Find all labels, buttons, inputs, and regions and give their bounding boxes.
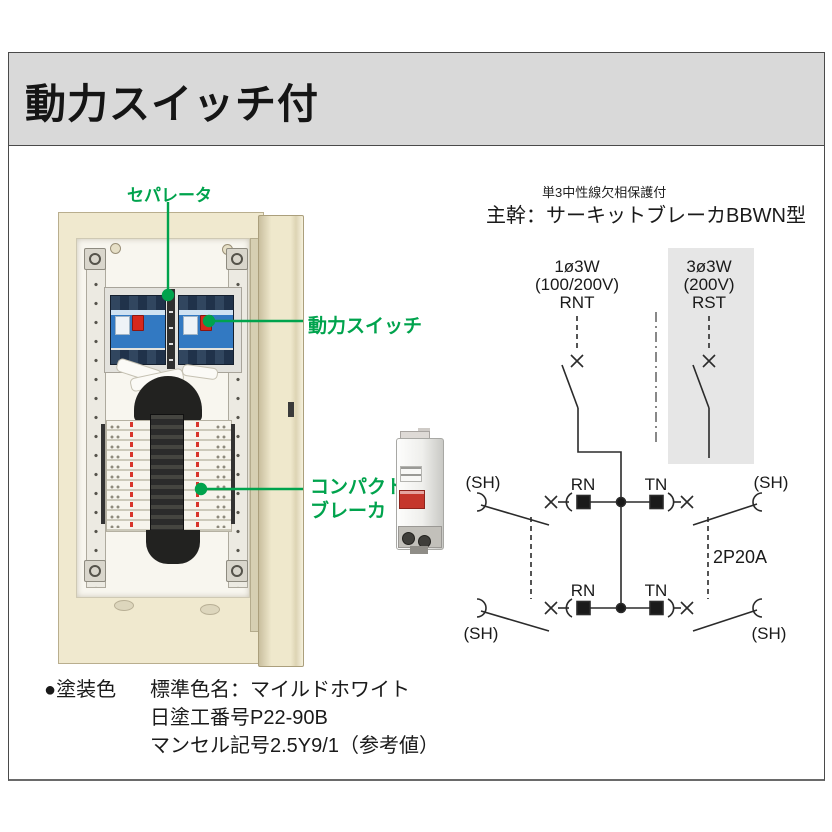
terminal-dots (109, 422, 121, 528)
connector-arc (565, 492, 573, 512)
page-title: 動力スイッチ付 (25, 81, 319, 127)
main-breaker-title: 主幹：サーキットブレーカBBWN型 (486, 205, 806, 227)
rn-terminal-square (576, 600, 591, 616)
rn-terminal-square (576, 494, 591, 510)
sh-connector-arc (476, 598, 487, 618)
power-switch-unit (178, 295, 234, 365)
disconnect-x-mark (570, 354, 584, 368)
switch-blade (480, 610, 550, 632)
connector-arc (565, 598, 573, 618)
contact-x-mark (680, 495, 694, 509)
sh-label: (SH) (752, 624, 787, 643)
connector-arc (667, 598, 675, 618)
protection-note: 単3中性線欠相保護付 (542, 185, 667, 200)
single-phase-feed-line (561, 316, 622, 608)
breaker-red-marks (130, 422, 133, 528)
callout-compact-breaker: コンパクト ブレーカ (310, 476, 405, 524)
sh-label: (SH) (466, 473, 501, 492)
breaker-handle (200, 315, 212, 331)
connector-arc (667, 492, 675, 512)
contact-x-mark (544, 495, 558, 509)
main-breaker-unit (110, 295, 166, 365)
sh-label: (SH) (754, 473, 789, 492)
rail-bracket (84, 560, 106, 582)
breaker-terminals-top (179, 296, 233, 310)
sh-connector-arc (752, 492, 763, 512)
callout-power-switch: 動力スイッチ (308, 316, 423, 337)
sh-label: (SH) (464, 624, 499, 643)
paint-munsell-code: マンセル記号2.5Y9/1（参考値） (150, 735, 439, 757)
rail-bracket (84, 248, 106, 270)
junction-dot (615, 602, 627, 614)
breaker-terminals-bottom (179, 350, 233, 364)
breaker-terminals-top (111, 296, 165, 310)
array-side-bar (101, 424, 105, 524)
tn-terminal-square (649, 600, 664, 616)
three-phase-column-labels: 3ø3W (200V) RST (683, 257, 734, 312)
paint-color-note: 標準色名：マイルドホワイト 日塗工番号P22-90B マンセル記号2.5Y9/1… (150, 676, 439, 760)
breaker-red-marks (196, 422, 199, 528)
breaker-spec-label (400, 466, 422, 482)
contact-x-mark (544, 601, 558, 615)
tn-label: TN (645, 475, 668, 494)
switch-blade (480, 504, 550, 526)
feed-voltage-label: (200V) (683, 275, 734, 294)
rail-bracket (226, 560, 248, 582)
mount-screw (110, 243, 121, 254)
wiring-diagram: 1ø3W (100/200V) RNT 3ø3W (200V) RST (464, 248, 789, 643)
paint-color-bullet: ●塗装色 (44, 679, 117, 701)
compact-breaker-photo (390, 428, 450, 558)
door-latch (288, 402, 294, 417)
paint-standard-name: 標準色名：マイルドホワイト (150, 679, 410, 701)
page-title-bar: 動力スイッチ付 (8, 52, 825, 148)
feed-type-label: 1ø3W (554, 257, 599, 276)
single-phase-column-labels: 1ø3W (100/200V) RNT (535, 257, 619, 312)
feed-type-label: 3ø3W (686, 257, 731, 276)
junction-dot (615, 496, 627, 508)
branch-rating-label: 2P20A (713, 547, 767, 567)
terminal-screw (402, 532, 415, 545)
branch-circuit-row-top (476, 492, 763, 526)
rail-bracket (226, 248, 248, 270)
mount-rail-left (86, 250, 106, 588)
sh-connector-arc (476, 492, 487, 512)
three-phase-highlight-band (668, 248, 754, 464)
breaker-red-label (399, 490, 425, 509)
tn-terminal-square (649, 494, 664, 510)
breaker-label (115, 316, 130, 335)
terminal-dots (215, 422, 227, 528)
breaker-foot (410, 546, 428, 554)
switch-blade (692, 503, 758, 526)
paint-jpma-number: 日塗工番号P22-90B (150, 707, 328, 729)
three-phase-feed-line (692, 316, 716, 458)
rn-label: RN (571, 581, 596, 600)
feed-voltage-label: (100/200V) (535, 275, 619, 294)
contact-x-mark (680, 601, 694, 615)
feed-wires-label: RNT (560, 293, 595, 312)
busbar-cover-bottom (146, 530, 200, 564)
branch-circuit-row-bottom (476, 598, 763, 632)
callout-compact-breaker-line1: コンパクト (310, 477, 406, 498)
center-busbar (150, 414, 184, 538)
callout-separator: セパレータ (127, 186, 212, 205)
feed-wires-label: RST (692, 293, 726, 312)
cabinet-door (258, 215, 304, 667)
separator-bar (167, 289, 175, 369)
breaker-label (183, 316, 198, 335)
breaker-handle (132, 315, 144, 331)
callout-compact-breaker-line2: ブレーカ (310, 501, 387, 522)
disconnect-x-mark (702, 354, 716, 368)
vent (114, 600, 134, 611)
array-side-bar (231, 424, 235, 524)
switch-blade (692, 609, 758, 632)
panel-photo (55, 210, 310, 670)
rn-label: RN (571, 475, 596, 494)
sh-connector-arc (752, 598, 763, 618)
vent (200, 604, 220, 615)
tn-label: TN (645, 581, 668, 600)
